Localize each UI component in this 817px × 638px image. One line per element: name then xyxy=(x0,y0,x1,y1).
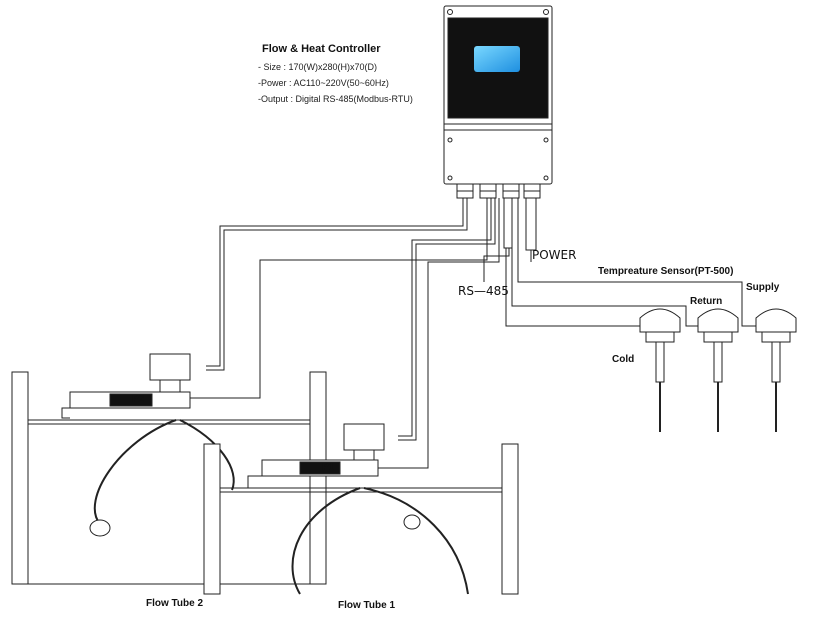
temp-sensor-return-label: Return xyxy=(690,296,723,307)
flow-tube-1-label: Flow Tube 1 xyxy=(338,600,396,611)
temp-sensor-cold xyxy=(639,308,681,432)
temp-sensor-supply-label: Supply xyxy=(746,282,780,293)
controller-title: Flow & Heat Controller xyxy=(262,43,381,55)
rs485-cable-label: RS—485 xyxy=(458,284,509,298)
cables xyxy=(184,197,756,469)
temp-sensor-cold-label: Cold xyxy=(612,354,635,365)
flow-tube-2 xyxy=(11,371,327,585)
power-cable-label: POWER xyxy=(532,248,577,262)
flow-meter-p2 xyxy=(61,353,191,419)
controller-spec-power: -Power : AC110~220V(50~60Hz) xyxy=(258,78,389,88)
controller-spec-output: -Output : Digital RS-485(Modbus-RTU) xyxy=(258,94,413,104)
flow-tube-1 xyxy=(203,443,519,595)
flow-meter-p2-label: P2 xyxy=(132,394,145,405)
flow-tube-2-label: Flow Tube 2 xyxy=(146,598,204,609)
temp-sensor-supply xyxy=(755,308,797,432)
controller-unit xyxy=(443,5,553,199)
controller-screen xyxy=(474,46,520,72)
flow-meter-p1 xyxy=(247,423,385,489)
flow-meter-p1-label: P1 xyxy=(322,462,335,473)
temp-sensor-return xyxy=(697,308,739,432)
temp-sensor-title: Tempreature Sensor(PT-500) xyxy=(598,266,734,277)
controller-spec-size: - Size : 170(W)x280(H)x70(D) xyxy=(258,62,378,72)
